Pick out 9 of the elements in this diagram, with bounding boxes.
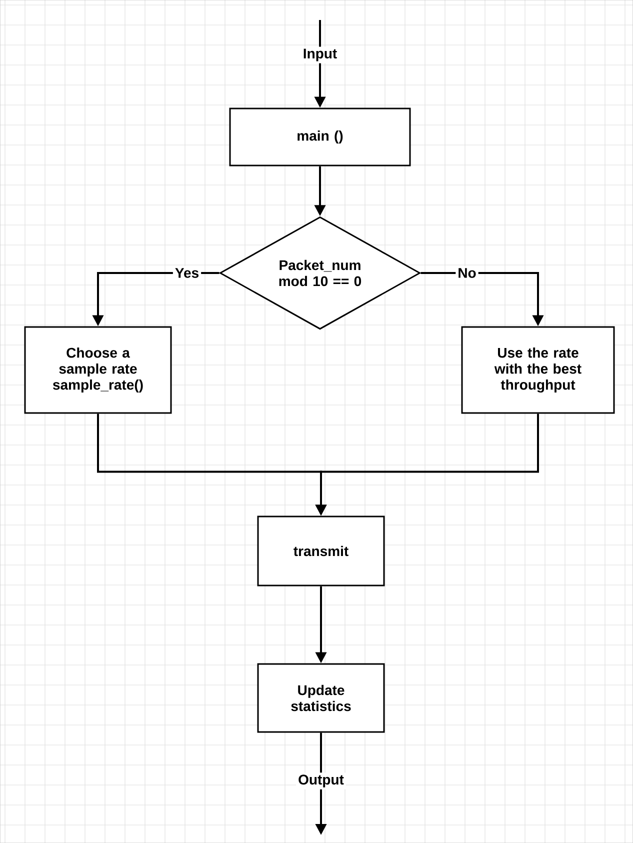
edge-label: Input bbox=[300, 46, 340, 64]
process-box: main () bbox=[229, 108, 411, 166]
process-box: Update statistics bbox=[257, 663, 385, 733]
process-box: transmit bbox=[257, 516, 385, 586]
edge-label: Output bbox=[296, 772, 346, 790]
edge-label: No bbox=[456, 266, 478, 280]
edge-label: Yes bbox=[172, 266, 202, 280]
process-box: Choose a sample rate sample_rate() bbox=[24, 326, 172, 414]
process-box: Use the rate with the best throughput bbox=[461, 326, 615, 414]
